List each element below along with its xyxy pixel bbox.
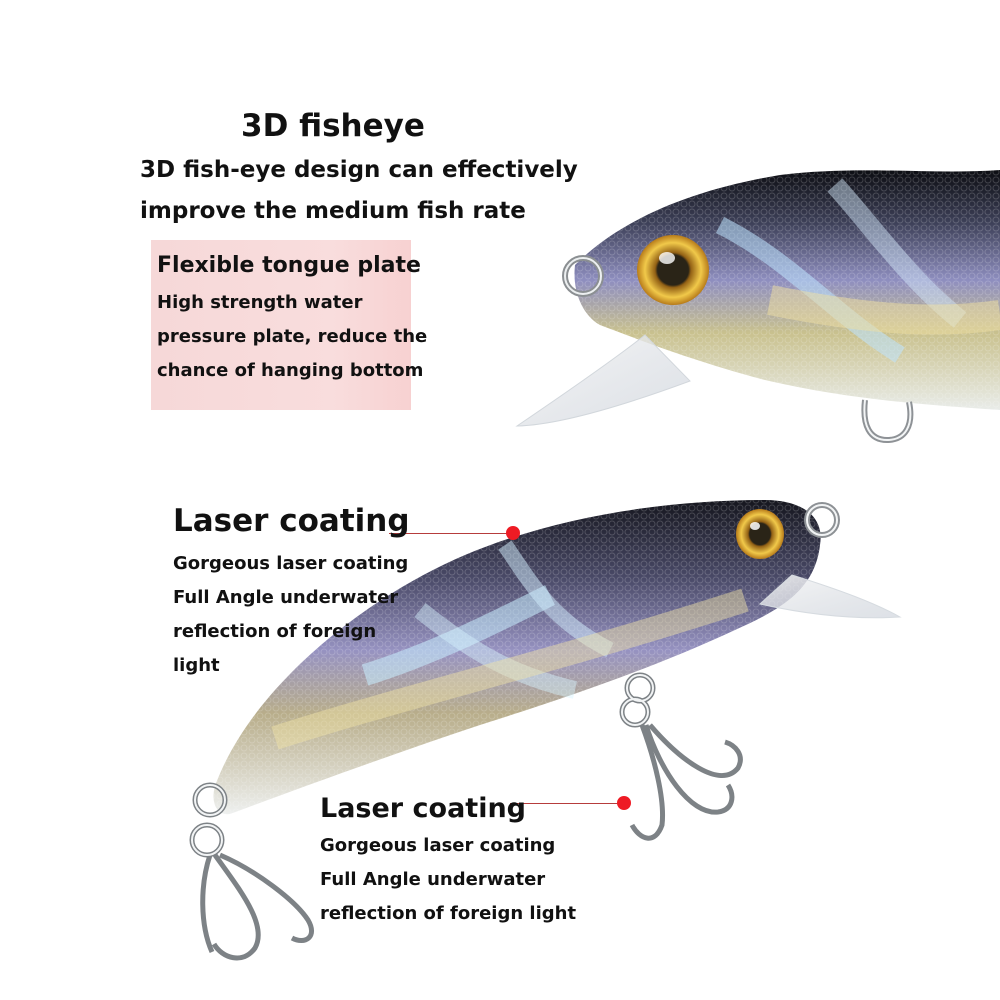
- lower-laser-callout-dot: [617, 796, 631, 810]
- fisheye-description-line-1: 3D fish-eye design can effectively: [140, 157, 578, 183]
- upper-laser-coating-line-4: light: [173, 655, 220, 676]
- fisheye-description-line-2: improve the medium fish rate: [140, 198, 526, 224]
- upper-laser-callout-line: [389, 533, 513, 534]
- upper-laser-coating-line-1: Gorgeous laser coating: [173, 553, 409, 574]
- tongue-plate-highlight-box: [151, 240, 411, 410]
- upper-laser-coating-line-3: reflection of foreign: [173, 621, 377, 642]
- upper-laser-coating-title: Laser coating: [173, 503, 410, 539]
- tongue-plate-title: Flexible tongue plate: [157, 253, 421, 278]
- upper-laser-callout-dot: [506, 526, 520, 540]
- lower-laser-coating-title: Laser coating: [320, 793, 527, 824]
- fisheye-title: 3D fisheye: [241, 108, 425, 144]
- tongue-plate-description-line-1: High strength water: [157, 292, 363, 313]
- tongue-plate-description-line-3: chance of hanging bottom: [157, 360, 424, 381]
- lower-laser-coating-line-2: Full Angle underwater: [320, 869, 546, 890]
- upper-laser-coating-line-2: Full Angle underwater: [173, 587, 399, 608]
- tongue-plate-description-line-2: pressure plate, reduce the: [157, 326, 428, 347]
- lower-lure-body: [189, 500, 902, 961]
- tail-treble-hook: [189, 782, 315, 961]
- upper-lure-head: [515, 170, 1000, 444]
- lower-laser-coating-line-3: reflection of foreign light: [320, 903, 577, 924]
- belly-treble-hook: [619, 672, 743, 841]
- lower-laser-callout-line: [510, 803, 624, 804]
- lower-laser-coating-line-1: Gorgeous laser coating: [320, 835, 556, 856]
